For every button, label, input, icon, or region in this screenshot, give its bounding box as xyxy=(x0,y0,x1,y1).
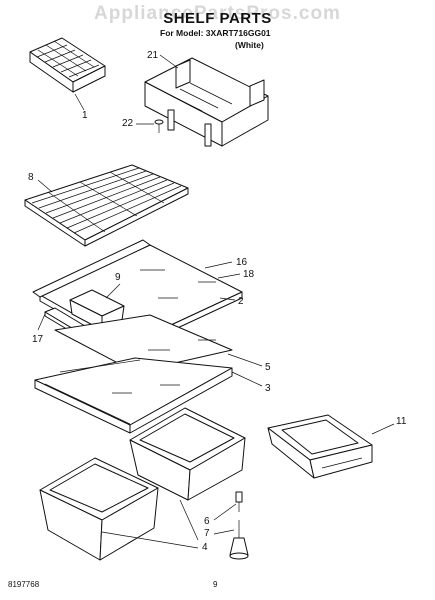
leader-18 xyxy=(217,273,241,279)
meat-drawer-drawing xyxy=(267,414,373,479)
leader-11 xyxy=(371,423,395,435)
ice-tray-drawing xyxy=(29,37,106,93)
wire-shelf-drawing xyxy=(24,164,189,247)
model-number: For Model: 3XART716GG01 xyxy=(160,28,271,38)
callout-7: 7 xyxy=(204,528,210,539)
adjuster-drawing xyxy=(229,491,249,560)
document-number: 8197768 xyxy=(8,580,40,589)
leader-6 xyxy=(213,503,237,521)
callout-16: 16 xyxy=(236,257,248,268)
callout-21: 21 xyxy=(147,50,159,61)
callout-2: 2 xyxy=(238,296,244,307)
callout-1: 1 xyxy=(82,110,88,121)
leader-9 xyxy=(105,283,121,299)
callout-8: 8 xyxy=(28,172,34,183)
callout-4: 4 xyxy=(202,542,208,553)
crisper-cover-drawing xyxy=(34,357,233,434)
crisper-drawer-front-drawing xyxy=(39,457,159,561)
leader-17 xyxy=(37,313,46,331)
glass-panel-drawing xyxy=(54,314,233,373)
leader-4a xyxy=(101,531,199,549)
callout-22: 22 xyxy=(122,118,134,129)
callout-11: 11 xyxy=(396,416,407,427)
leader-8 xyxy=(37,179,53,193)
leader-4b xyxy=(179,499,199,541)
page-title: SHELF PARTS xyxy=(163,10,272,27)
watermark: AppliancePartsPros.com xyxy=(94,3,341,24)
callout-18: 18 xyxy=(243,269,255,280)
callout-9: 9 xyxy=(115,272,121,283)
shelf-support-drawing xyxy=(144,57,269,147)
leader-2 xyxy=(219,297,236,301)
leader-5 xyxy=(227,353,263,367)
screw-drawing xyxy=(154,119,164,133)
callout-3: 3 xyxy=(265,383,271,394)
callout-17: 17 xyxy=(32,334,44,345)
callout-5: 5 xyxy=(265,362,271,373)
crisper-drawer-back-drawing xyxy=(129,407,246,501)
leader-16 xyxy=(204,261,233,269)
leader-1 xyxy=(74,93,85,111)
color-variant: (White) xyxy=(235,40,264,50)
leader-7 xyxy=(213,529,235,535)
leader-21 xyxy=(159,54,179,69)
page-number: 9 xyxy=(213,580,218,589)
callout-6: 6 xyxy=(204,516,210,527)
leader-3 xyxy=(231,371,263,387)
